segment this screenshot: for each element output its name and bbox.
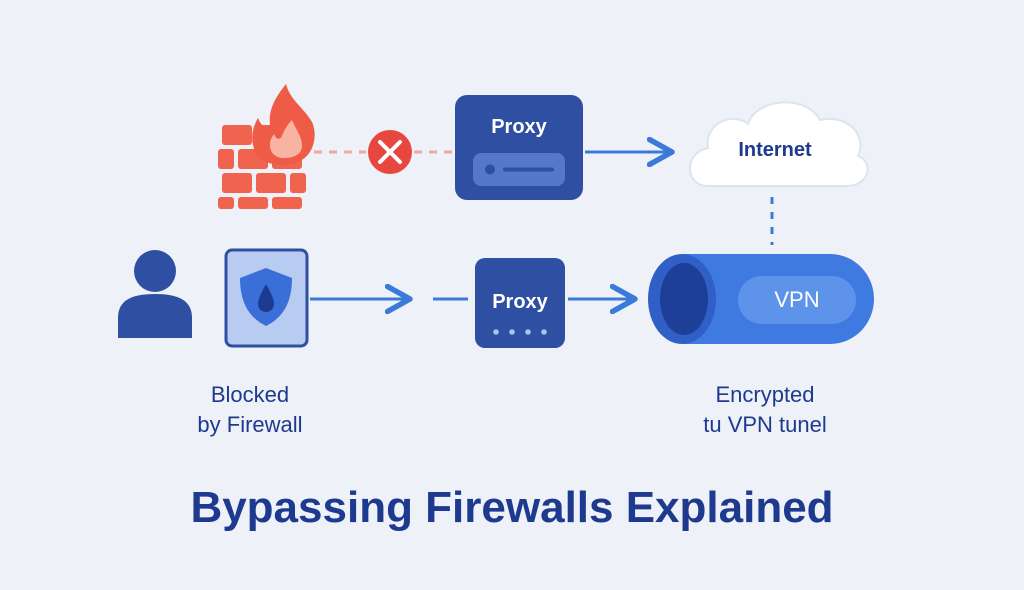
encrypted-caption: Encrypted tu VPN tunel (680, 380, 850, 440)
encrypted-caption-line2: tu VPN tunel (703, 412, 827, 437)
proxy-server-icon-bottom (475, 258, 565, 348)
proxy-top-label: Proxy (491, 116, 547, 138)
fire-icon (252, 84, 315, 165)
shield-icon (224, 248, 309, 348)
proxy-server-icon-top (455, 95, 583, 200)
cloud-icon (689, 101, 869, 187)
vpn-tunnel-icon (648, 254, 874, 344)
proxy-bottom-label: Proxy (492, 291, 548, 313)
diagram-title: Bypassing Firewalls Explained (190, 483, 834, 532)
internet-label: Internet (738, 139, 812, 161)
blocked-x-icon (368, 130, 412, 174)
firewall-icon (218, 125, 306, 209)
blocked-caption: Blocked by Firewall (180, 380, 320, 440)
blocked-caption-line1: Blocked (210, 382, 290, 407)
user-icon (118, 250, 192, 338)
encrypted-caption-line1: Encrypted (715, 382, 815, 407)
blocked-caption-line2: by Firewall (197, 412, 303, 437)
vpn-label: VPN (774, 287, 820, 312)
